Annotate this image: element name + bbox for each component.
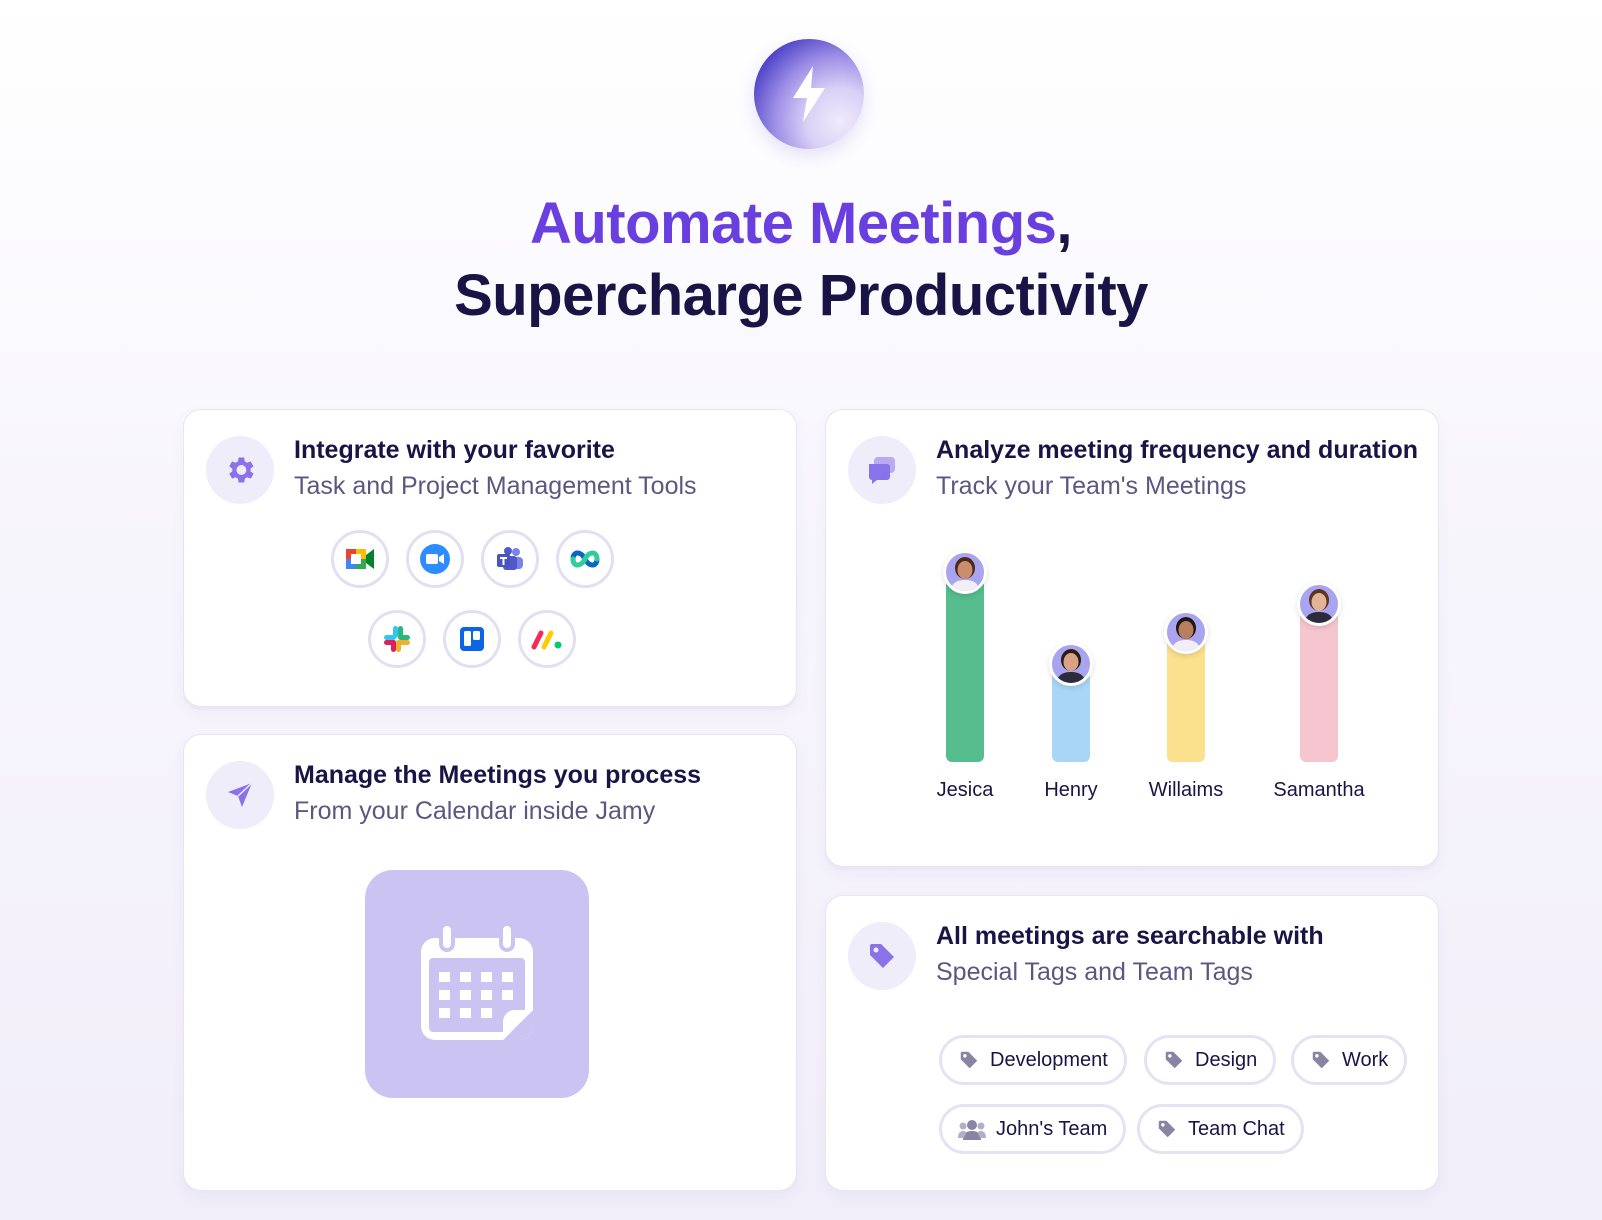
paper-plane-icon [206,761,274,829]
tag-label: Team Chat [1188,1117,1285,1140]
integrate-title: Integrate with your favorite [294,436,615,464]
tag-work[interactable]: Work [1291,1035,1408,1085]
avatar-jesica [943,550,987,594]
tag-icon [848,922,916,990]
avatar-willaims [1164,610,1208,654]
bar-label: Henry [1044,779,1098,801]
calendar-illustration [365,870,589,1098]
tag-label: John's Team [996,1117,1108,1140]
hero-heading: Automate Meetings, Supercharge Productiv… [0,188,1602,332]
bar-label: Willaims [1148,779,1224,801]
analyze-subtitle: Track your Team's Meetings [936,472,1247,500]
meetings-bar-chart: Jesica Henry Willaims Samantha [826,410,1440,868]
monday-icon[interactable] [518,610,576,668]
avatar-henry [1049,642,1093,686]
tag-icon [1165,1051,1183,1069]
analyze-card: Analyze meeting frequency and duration T… [825,409,1439,867]
manage-subtitle: From your Calendar inside Jamy [294,797,656,825]
gear-icon [206,436,274,504]
manage-card: Manage the Meetings you process From you… [183,734,797,1191]
tag-icon [1158,1120,1176,1138]
microsoft-teams-icon[interactable] [481,530,539,588]
logo-lightning-icon [754,39,864,149]
tag-design[interactable]: Design [1144,1035,1277,1085]
search-title: All meetings are searchable with [936,922,1324,950]
bar-willaims [1167,638,1205,762]
bar-jesica [946,578,984,762]
tag-development[interactable]: Development [939,1035,1127,1085]
calendar-icon [421,922,533,1040]
zoom-icon[interactable] [406,530,464,588]
avatar-samantha [1297,582,1341,626]
hero-line-1: Automate Meetings, [0,188,1602,260]
tag-icon [1312,1051,1330,1069]
google-meet-icon[interactable] [331,530,389,588]
integrate-card: Integrate with your favorite Task and Pr… [183,409,797,707]
hero-comma: , [1056,191,1073,256]
tag-label: Design [1195,1048,1258,1071]
tag-johns-team[interactable]: John's Team [939,1104,1127,1154]
tag-label: Development [990,1048,1108,1071]
analyze-title: Analyze meeting frequency and duration [936,436,1419,464]
manage-title: Manage the Meetings you process [294,761,702,789]
bar-label: Jesica [936,779,994,801]
search-card: All meetings are searchable with Special… [825,895,1439,1191]
chat-bubbles-icon [848,436,916,504]
search-subtitle: Special Tags and Team Tags [936,958,1253,986]
hero-line-2: Supercharge Productivity [454,263,1148,328]
trello-icon[interactable] [443,610,501,668]
bar-samantha [1300,610,1338,762]
hero-accent: Automate Meetings [529,191,1057,256]
tag-label: Work [1342,1048,1389,1071]
team-icon [958,1120,986,1140]
bar-label: Samantha [1273,779,1365,801]
tag-icon [960,1051,978,1069]
slack-icon[interactable] [368,610,426,668]
integrate-subtitle: Task and Project Management Tools [294,472,697,500]
tag-team-chat[interactable]: Team Chat [1137,1104,1304,1154]
webex-icon[interactable] [556,530,614,588]
